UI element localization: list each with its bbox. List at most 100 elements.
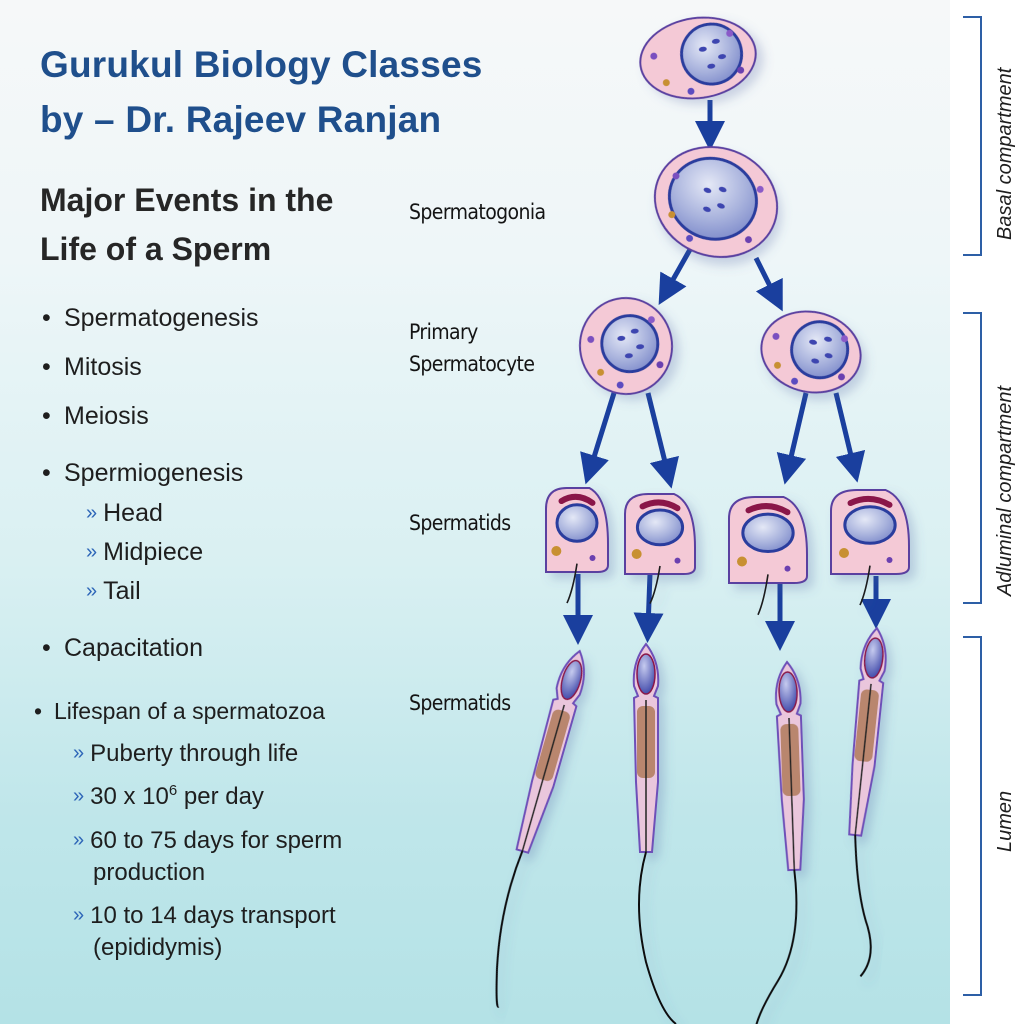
flow-arrow	[658, 244, 695, 306]
axoneme	[788, 717, 796, 870]
organelle	[656, 361, 664, 369]
organelle	[662, 79, 670, 87]
cell-nucleus	[555, 503, 599, 543]
rate-exponent: 6	[168, 782, 178, 799]
sub-bullet-item: »Midpiece	[86, 538, 203, 567]
organelle	[551, 546, 562, 556]
organelle	[650, 52, 658, 60]
sub-bullet-label: Tail	[103, 577, 141, 605]
chevron-right-icon: »	[73, 904, 85, 926]
sub-bullet-label: Midpiece	[103, 538, 204, 566]
cell-nucleus	[680, 22, 744, 86]
chevron-right-icon: »	[73, 742, 85, 764]
organelle	[772, 332, 780, 340]
stage-label-primary-spermatocyte: Primary Spermatocyte	[409, 316, 535, 380]
flow-arrow	[580, 392, 617, 485]
bullet-item: •Spermatogenesis	[42, 304, 259, 333]
sub-bullet-label: 10 to 14 days transport	[90, 902, 336, 929]
bullet-label: Spermatogenesis	[64, 304, 259, 332]
cell-nucleus	[790, 320, 850, 380]
bullet-item: • Mitosis	[42, 353, 142, 382]
flow-arrow	[633, 573, 664, 643]
flow-arrow	[645, 392, 679, 489]
bracket-basal	[963, 16, 982, 256]
compartment-label-strip	[950, 0, 1024, 1024]
sub-bullet-item: »Head	[86, 499, 163, 528]
chromatin	[698, 46, 707, 52]
organelle	[756, 185, 764, 193]
organelle	[726, 29, 734, 37]
chromatin	[811, 358, 820, 364]
bullet-item: •Meiosis	[42, 402, 149, 431]
sub-bullet-item: »30 x 106 per day	[73, 782, 264, 811]
bullet-label: Lifespan of a spermatozoa	[54, 698, 326, 724]
cell-primary-spermatocyte-2	[760, 310, 862, 394]
sub-bullet-label: Head	[103, 499, 163, 527]
chromatin	[711, 38, 720, 44]
organelle	[744, 236, 752, 244]
organelle	[672, 172, 680, 180]
chromatin	[717, 203, 725, 209]
rate-base: 30 x 10	[90, 783, 169, 810]
cell-spermatid-2	[624, 493, 696, 604]
acrosome	[639, 499, 681, 512]
organelle	[589, 555, 596, 561]
stage-label-line: Spermatocyte	[409, 352, 535, 376]
flagellum-bud	[566, 563, 578, 604]
bullet-label: Spermiogenesis	[64, 459, 244, 487]
organelle	[674, 557, 681, 564]
flagellum-bud	[859, 565, 871, 606]
cell-spermatid-1	[545, 487, 609, 604]
bullet-dot-icon: •	[42, 353, 51, 381]
chevron-right-icon: »	[86, 580, 98, 602]
sperm-3	[754, 660, 805, 1024]
organelle	[687, 87, 695, 95]
flagellum-bud	[649, 565, 661, 604]
bullet-dot-icon: •	[42, 634, 51, 662]
sub-bullet-item: »10 to 14 days transport (epididymis)	[73, 899, 336, 964]
sub-bullet-item: »Puberty through life	[73, 740, 298, 768]
organelle	[886, 557, 893, 563]
compartment-label-lumen: Lumen	[994, 790, 1016, 852]
stage-label-line: Primary	[409, 320, 478, 344]
cell-nucleus	[635, 508, 685, 547]
sperm-tail	[854, 834, 872, 977]
sperm-tail	[495, 850, 524, 1008]
stage-label-spermatids-elongated: Spermatids	[409, 691, 511, 715]
organelle	[737, 66, 745, 74]
sperm-tail	[754, 869, 798, 1024]
sub-bullet-item: »Tail	[86, 577, 141, 606]
bracket-lumen	[963, 636, 982, 996]
bullet-label: Mitosis	[64, 353, 142, 381]
flow-arrow	[776, 392, 809, 485]
sperm-head	[636, 653, 656, 695]
title-line-2: by – Dr. Rajeev Ranjan	[40, 99, 442, 140]
organelle	[668, 211, 676, 219]
bullet-item: •Spermiogenesis	[42, 459, 243, 488]
sperm-head	[863, 637, 884, 679]
chevron-right-icon: »	[73, 829, 85, 851]
chromatin	[630, 328, 639, 334]
organelle	[841, 335, 849, 343]
sperm-4	[848, 626, 887, 977]
subtitle: Major Events in the Life of a Sperm	[40, 176, 333, 274]
sub-bullet-label: 30 x 106 per day	[90, 782, 264, 810]
rate-suffix: per day	[177, 783, 264, 810]
organelle	[784, 565, 791, 572]
cell-nucleus	[741, 512, 795, 554]
cell-primary-spermatocyte-1	[578, 297, 674, 395]
acrosome	[558, 493, 596, 506]
organelle	[597, 368, 605, 376]
chevron-right-icon: »	[86, 541, 98, 563]
stage-label-spermatids-round: Spermatids	[409, 511, 511, 535]
stage-label-spermatogonia: Spermatogonia	[409, 200, 546, 224]
axoneme	[854, 683, 872, 836]
sperm-1	[495, 649, 585, 1008]
chromatin	[809, 339, 818, 345]
axoneme	[521, 704, 566, 852]
sperm-tail	[638, 851, 677, 1024]
acrosome	[847, 495, 893, 508]
title-line-1: Gurukul Biology Classes	[40, 44, 483, 85]
sub-bullet-label-cont: (epididymis)	[93, 934, 223, 961]
sub-bullet-label: Puberty through life	[90, 740, 299, 767]
